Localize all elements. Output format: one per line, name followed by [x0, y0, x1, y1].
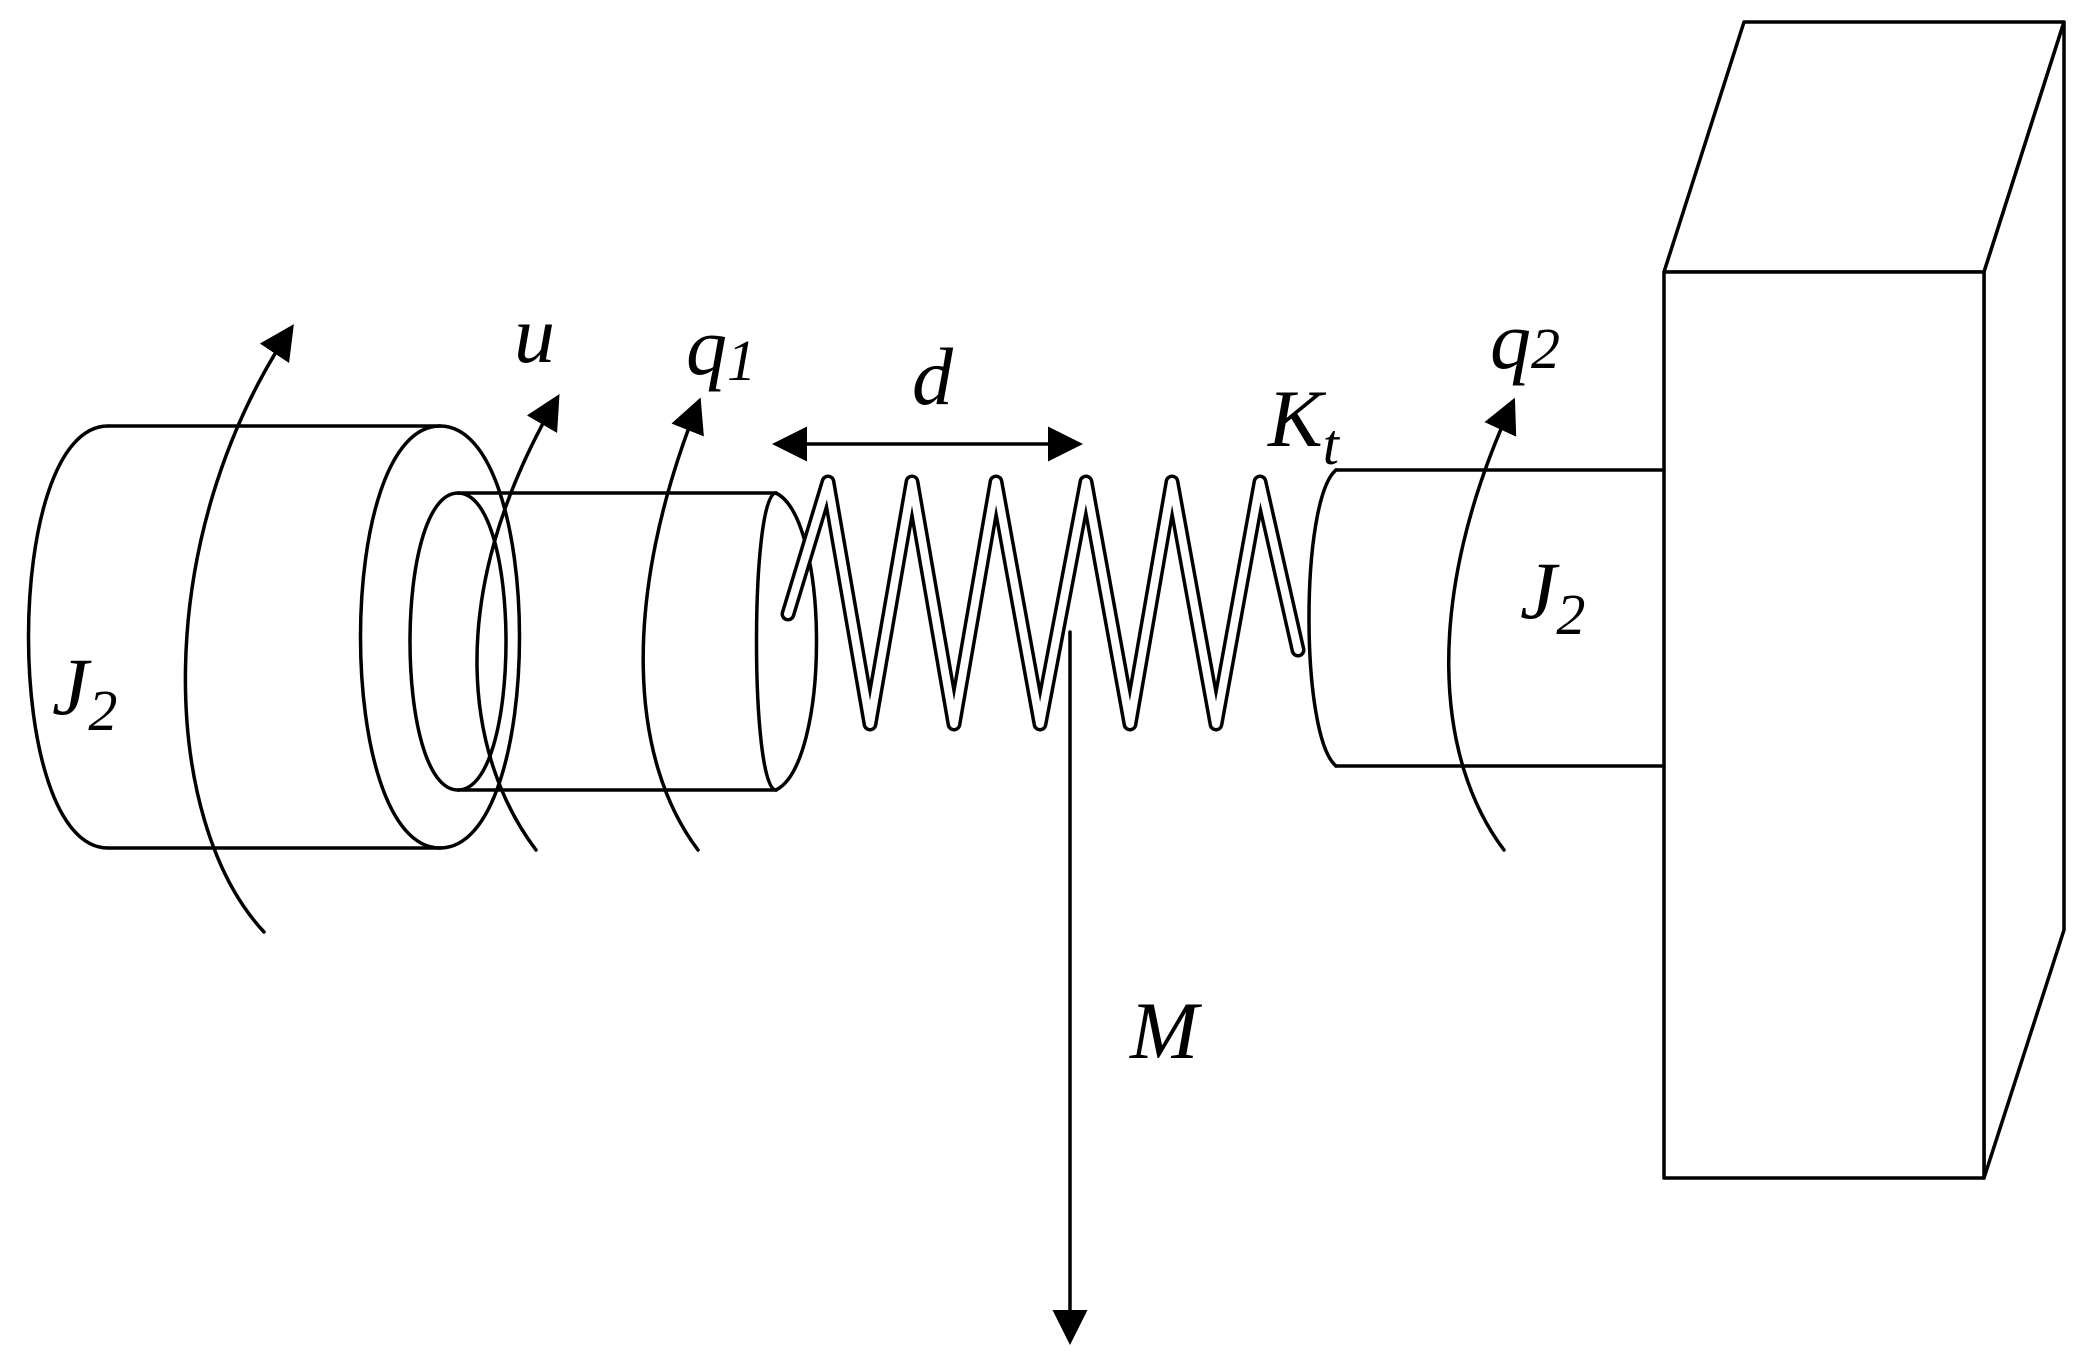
rotation-arrow-q2 [1447, 397, 1517, 852]
label-m: M [1129, 985, 1203, 1076]
large-disk [26, 424, 522, 850]
right-shaft [1307, 468, 1666, 768]
label-j2-left: J2 [52, 641, 117, 743]
label-u: u [514, 289, 555, 380]
small-shaft [408, 491, 819, 792]
rotation-arrow-q1 [641, 397, 704, 852]
label-j2-right: J2 [1520, 545, 1585, 647]
wall-block [1662, 20, 2066, 1180]
label-d: d [912, 331, 954, 422]
label-kt: Kt [1267, 373, 1341, 477]
rotation-arrow-j2-left [183, 324, 294, 934]
label-q1: q1 [686, 301, 756, 393]
label-q2: q2 [1490, 295, 1560, 386]
spring [780, 474, 1306, 732]
rotation-arrow-u [475, 393, 560, 852]
